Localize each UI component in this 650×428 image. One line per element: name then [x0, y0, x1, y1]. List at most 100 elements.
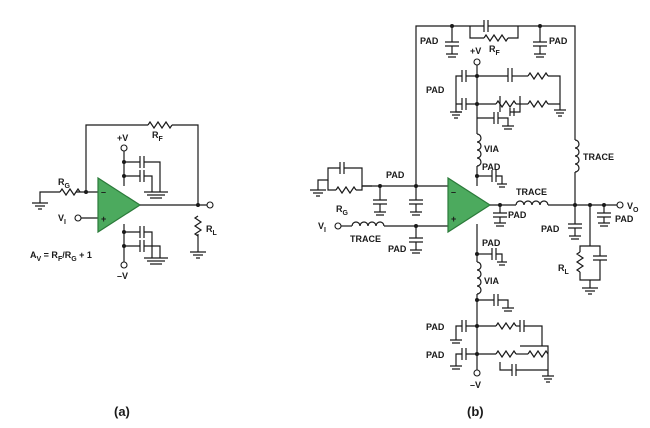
pad-label-input: PAD [388, 244, 407, 254]
decoupling-cap-pos-a-1 [139, 156, 145, 168]
esr-resistor-pos-3 [527, 99, 549, 109]
vi-terminal-a [74, 214, 82, 222]
decoupling-cap-neg-a-1 [139, 226, 145, 238]
decoupling-cap-pos-b-2 [509, 108, 515, 116]
pad-cap-neg-2 [461, 348, 467, 360]
rl-label-a: RL [206, 224, 218, 237]
pad-label-pos: PAD [426, 85, 445, 95]
ground-rl-b [582, 287, 598, 295]
vpos-label-b: +V [470, 46, 481, 56]
esr-resistor-neg-3 [527, 349, 549, 359]
pad-cap-load-2 [597, 212, 611, 218]
pad-cap-rf-right [533, 41, 547, 47]
ground-rl-a [190, 251, 206, 259]
parasitic-cap-rg [339, 162, 345, 174]
trace-label-output: TRACE [516, 187, 547, 197]
via-inductor-pos [476, 133, 482, 167]
vo-label-b: VO [627, 201, 639, 214]
esr-resistor-pos-1 [527, 71, 549, 81]
pad-label-rf-left: PAD [420, 36, 439, 46]
vneg-terminal-a [120, 261, 128, 269]
vi-terminal-b [334, 222, 342, 230]
decoupling-cap-neg-b-1 [519, 320, 525, 332]
load-cap-b [593, 255, 607, 261]
pad-cap-load-1 [568, 223, 582, 229]
pad-label-opamp-neg: PAD [482, 238, 501, 248]
esr-resistor-neg-1 [495, 321, 517, 331]
caption-b: (b) [467, 404, 484, 419]
pad-label-rg: PAD [386, 170, 405, 180]
rl-label-b: RL [558, 263, 570, 276]
decoupling-cap-pos-a-2 [139, 170, 145, 182]
trace-inductor-feedback [574, 139, 580, 173]
circuit-a: RF RG VI – + RL +V [30, 120, 218, 419]
bypass-cap-pos [493, 112, 499, 124]
pad-cap-neg-1 [461, 320, 467, 332]
vi-label-a: VI [58, 213, 66, 226]
caption-a: (a) [114, 404, 130, 419]
rl-resistor-a [193, 215, 203, 237]
ground-neg-a [144, 257, 168, 265]
pad-cap-opamp-neg [491, 248, 497, 260]
pad-cap-rg-2 [409, 199, 423, 205]
pad-cap-rf-left [445, 41, 459, 47]
trace-inductor-input [351, 221, 385, 227]
rl-resistor-b [575, 251, 585, 273]
via-label-neg: VIA [484, 276, 500, 286]
pad-cap-pos-2 [461, 98, 467, 110]
rf-label-a: RF [152, 130, 164, 143]
opamp-minus-a: – [101, 187, 106, 197]
pad-label-rf-right: PAD [549, 36, 568, 46]
vneg-label-b: –V [470, 380, 481, 390]
vout-terminal-a [206, 201, 214, 209]
bypass-cap-neg [493, 294, 499, 306]
vneg-terminal-b [473, 369, 481, 377]
pad-label-neg-1: PAD [426, 322, 445, 332]
rg-label-b: RG [336, 204, 349, 217]
pad-cap-output [493, 212, 507, 218]
ground-neg-b [542, 370, 554, 383]
rf-label-b: RF [489, 44, 501, 57]
via-inductor-neg [476, 261, 482, 295]
decoupling-cap-neg-a-2 [139, 240, 145, 252]
circuit-b: RF PAD PAD TRACE +V PAD [310, 20, 639, 419]
pad-label-neg-2: PAD [426, 350, 445, 360]
opamp-minus-b: – [451, 187, 456, 197]
pad-label-opamp-pos: PAD [482, 162, 501, 172]
rg-resistor-a [59, 187, 81, 197]
ground-rg-b [310, 189, 326, 197]
decoupling-cap-neg-b-2 [511, 364, 517, 376]
gain-equation-a: AV = RF/RG + 1 [30, 250, 92, 263]
pad-label-load-1: PAD [541, 224, 560, 234]
rg-label-a: RG [58, 177, 71, 190]
parasitic-cap-rf [483, 20, 489, 32]
vpos-terminal-b [473, 58, 481, 66]
vneg-label-a: –V [117, 271, 128, 281]
pad-label-load-2: PAD [615, 214, 634, 224]
rg-resistor-b [335, 185, 357, 195]
trace-label-feedback: TRACE [583, 152, 614, 162]
decoupling-cap-pos-b-1 [507, 68, 513, 82]
rf-resistor-a [147, 120, 173, 130]
opamp-plus-a: + [101, 214, 106, 224]
rf-resistor-b [483, 33, 509, 43]
pad-cap-pos-1 [461, 70, 467, 82]
pad-cap-rg-1 [373, 199, 387, 205]
vpos-label-a: +V [117, 133, 128, 143]
opamp-a [97, 176, 142, 234]
esr-resistor-pos-2 [495, 99, 517, 109]
esr-resistor-neg-2 [495, 349, 517, 359]
opamp-plus-b: + [451, 214, 456, 224]
trace-inductor-output [515, 200, 549, 206]
opamp-b [447, 176, 492, 234]
vpos-terminal-a [120, 144, 128, 152]
vi-label-b: VI [318, 221, 326, 234]
trace-label-input: TRACE [350, 234, 381, 244]
ground-rg-a [32, 202, 48, 210]
pad-label-output: PAD [508, 210, 527, 220]
via-label-pos: VIA [484, 144, 500, 154]
ground-pos-a [144, 191, 168, 199]
vout-terminal-b [616, 201, 624, 209]
pad-cap-input [409, 237, 423, 243]
